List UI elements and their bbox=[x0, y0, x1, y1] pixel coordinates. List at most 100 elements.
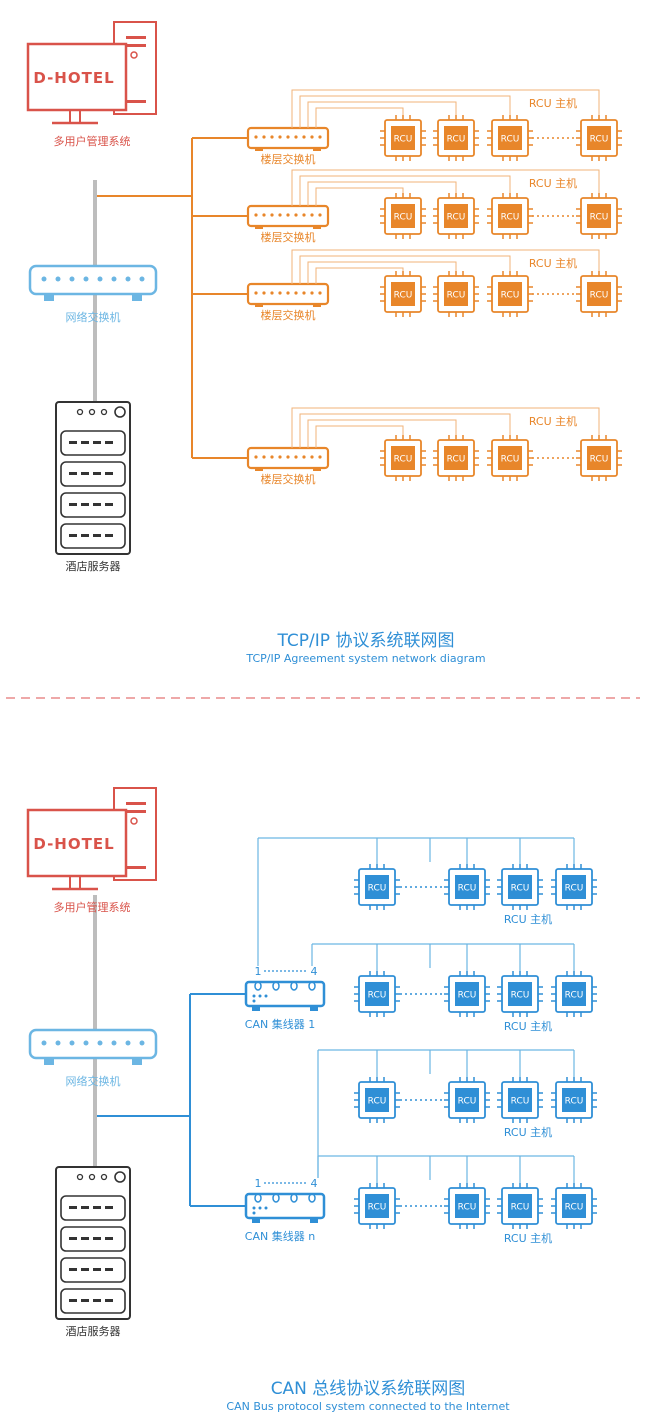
rcu-chip-icon: RCU bbox=[487, 435, 533, 481]
hubn-port-end: 4 bbox=[311, 1177, 318, 1190]
rcu-chip-text: RCU bbox=[368, 1097, 387, 1107]
rcu-chip-text: RCU bbox=[447, 291, 466, 301]
can-bus-wiring bbox=[258, 837, 575, 864]
rcu-label: RCU 主机 bbox=[504, 912, 552, 926]
rcu-chip-text: RCU bbox=[565, 991, 584, 1001]
can-rcu-row: RCU RCU RCU RCU RCU 主机 bbox=[318, 1049, 597, 1139]
rcu-label: RCU 主机 bbox=[529, 256, 577, 270]
rcu-chip-icon: RCU bbox=[380, 115, 426, 161]
hub-bus-drops bbox=[257, 838, 319, 1178]
rcu-chip-icon: RCU bbox=[354, 1077, 400, 1123]
can-section: D-HOTEL 多用户管理系统 网络交换机 bbox=[26, 787, 597, 1413]
floor-switch-label: 楼层交换机 bbox=[261, 308, 316, 322]
floor-switch-icon bbox=[246, 446, 330, 471]
pc-label: 多用户管理系统 bbox=[54, 900, 131, 914]
rcu-chip-icon: RCU bbox=[487, 193, 533, 239]
can-bus-wiring bbox=[312, 943, 575, 971]
rcu-chip-icon: RCU bbox=[433, 435, 479, 481]
rcu-chip-text: RCU bbox=[590, 291, 609, 301]
rcu-chip-icon: RCU bbox=[551, 1077, 597, 1123]
rcu-chip-icon: RCU bbox=[497, 1077, 543, 1123]
rcu-label: RCU 主机 bbox=[504, 1125, 552, 1139]
rcu-chip-text: RCU bbox=[511, 1097, 530, 1107]
can-bus-wiring bbox=[318, 1049, 575, 1077]
rcu-chip-text: RCU bbox=[394, 135, 413, 145]
can-bus-wiring bbox=[318, 1155, 575, 1183]
rcu-chip-icon: RCU bbox=[576, 435, 622, 481]
rcu-chip-icon: RCU bbox=[354, 1183, 400, 1229]
rcu-chip-text: RCU bbox=[565, 1097, 584, 1107]
rcu-chip-text: RCU bbox=[565, 1203, 584, 1213]
rcu-chip-text: RCU bbox=[501, 291, 520, 301]
rcu-label: RCU 主机 bbox=[504, 1231, 552, 1245]
rcu-chip-text: RCU bbox=[458, 1203, 477, 1213]
network-switch-label: 网络交换机 bbox=[66, 310, 121, 324]
server-icon bbox=[55, 1166, 131, 1320]
rcu-chip-text: RCU bbox=[501, 455, 520, 465]
floor-wiring bbox=[291, 89, 600, 128]
rcu-chip-icon: RCU bbox=[444, 1077, 490, 1123]
rcu-chip-icon: RCU bbox=[380, 435, 426, 481]
tcpip-section: D-HOTEL 多用户管理系统 网络交换机 bbox=[26, 21, 622, 665]
floor-switch-icon bbox=[246, 282, 330, 307]
title-en: CAN Bus protocol system connected to the… bbox=[226, 1400, 510, 1413]
trunk-lines bbox=[97, 993, 246, 1207]
rcu-chip-text: RCU bbox=[458, 991, 477, 1001]
network-switch-icon bbox=[28, 264, 158, 301]
rcu-chip-icon: RCU bbox=[551, 1183, 597, 1229]
rcu-chip-icon: RCU bbox=[433, 271, 479, 317]
can-hub-n-icon bbox=[244, 1182, 326, 1223]
rcu-chip-icon: RCU bbox=[497, 1183, 543, 1229]
rcu-chip-text: RCU bbox=[394, 291, 413, 301]
rcu-chip-text: RCU bbox=[590, 213, 609, 223]
rcu-chip-text: RCU bbox=[458, 884, 477, 894]
rcu-chip-icon: RCU bbox=[444, 971, 490, 1017]
server-label: 酒店服务器 bbox=[66, 559, 121, 573]
rcu-label: RCU 主机 bbox=[529, 414, 577, 428]
floor-switch-icon bbox=[246, 126, 330, 151]
floor-switch-icon bbox=[246, 204, 330, 229]
rcu-chip-text: RCU bbox=[447, 135, 466, 145]
rcu-chip-icon: RCU bbox=[487, 115, 533, 161]
hub1-port-start: 1 bbox=[255, 965, 262, 978]
rcu-chip-icon: RCU bbox=[380, 271, 426, 317]
rcu-chip-text: RCU bbox=[394, 455, 413, 465]
pc-brand: D-HOTEL bbox=[33, 69, 114, 87]
rcu-chip-text: RCU bbox=[501, 213, 520, 223]
title-en: TCP/IP Agreement system network diagram bbox=[245, 652, 485, 665]
can-rcu-row: RCU RCU RCU RCU RCU 主机 bbox=[318, 1155, 597, 1245]
pc-label: 多用户管理系统 bbox=[54, 134, 131, 148]
can-hub-1-label: CAN 集线器 1 bbox=[245, 1017, 315, 1031]
server-label: 酒店服务器 bbox=[66, 1324, 121, 1338]
rcu-chip-text: RCU bbox=[590, 455, 609, 465]
rcu-label: RCU 主机 bbox=[504, 1019, 552, 1033]
hub1-port-end: 4 bbox=[311, 965, 318, 978]
rcu-chip-icon: RCU bbox=[551, 864, 597, 910]
rcu-chip-text: RCU bbox=[511, 991, 530, 1001]
rcu-chip-icon: RCU bbox=[576, 271, 622, 317]
rcu-chip-icon: RCU bbox=[433, 115, 479, 161]
rcu-chip-icon: RCU bbox=[551, 971, 597, 1017]
title-cn: CAN 总线协议系统联网图 bbox=[271, 1379, 466, 1399]
floor-wiring bbox=[291, 249, 600, 284]
rcu-chip-text: RCU bbox=[511, 1203, 530, 1213]
rcu-chip-icon: RCU bbox=[444, 864, 490, 910]
rcu-chip-text: RCU bbox=[590, 135, 609, 145]
rcu-chip-text: RCU bbox=[394, 213, 413, 223]
hubn-port-start: 1 bbox=[255, 1177, 262, 1190]
rcu-chip-icon: RCU bbox=[497, 971, 543, 1017]
floor-switch-label: 楼层交换机 bbox=[261, 152, 316, 166]
rcu-chip-text: RCU bbox=[501, 135, 520, 145]
pc-icon bbox=[26, 787, 157, 891]
rcu-chip-text: RCU bbox=[447, 455, 466, 465]
rcu-chip-text: RCU bbox=[511, 884, 530, 894]
rcu-chip-text: RCU bbox=[368, 1203, 387, 1213]
network-switch-label: 网络交换机 bbox=[66, 1074, 121, 1088]
